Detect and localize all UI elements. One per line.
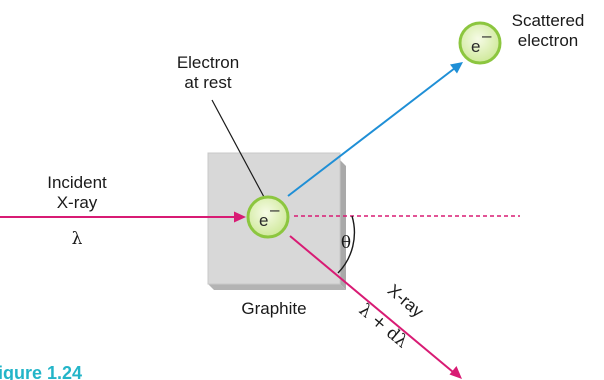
- scattered-electron-ray: [288, 62, 463, 196]
- incident-lambda-label: λ: [72, 229, 83, 249]
- electron-at-rest: e –: [248, 197, 288, 237]
- incident-label-line1: Incident: [47, 173, 107, 192]
- scattered-electron-symbol: e: [471, 37, 480, 56]
- scattered-electron-label-line1: Scattered: [512, 11, 585, 30]
- theta-label: θ: [341, 233, 351, 253]
- scattered-electron-label-line2: electron: [518, 31, 578, 50]
- incident-label-line2: X-ray: [57, 193, 98, 212]
- electron-at-rest-label-line1: Electron: [177, 53, 239, 72]
- electron-symbol: e: [259, 211, 268, 230]
- graphite-label: Graphite: [241, 299, 306, 318]
- scattered-xray-label: X-ray: [384, 280, 428, 321]
- figure-caption: igure 1.24: [0, 363, 82, 380]
- scattered-electron-charge: –: [482, 26, 492, 45]
- electron-at-rest-label-line2: at rest: [184, 73, 232, 92]
- electron-charge: –: [270, 200, 280, 219]
- scattered-electron: e –: [460, 23, 500, 63]
